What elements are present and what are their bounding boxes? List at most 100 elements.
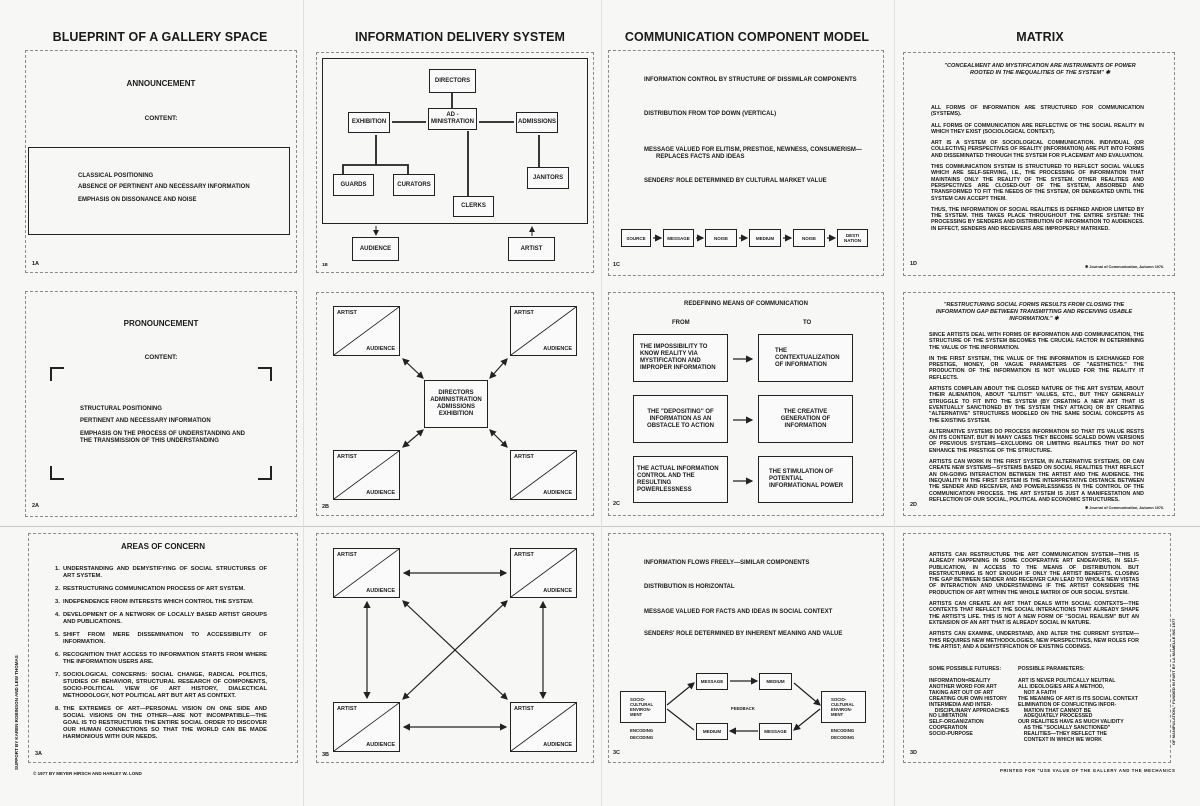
- matrix-text: ALL FORMS OF INFORMATION ARE STRUCTURED …: [931, 105, 1144, 237]
- statement-line: SENDERS' ROLE DETERMINED BY INHERENT MEA…: [644, 631, 843, 637]
- artist-label: ARTIST: [337, 454, 357, 460]
- artist-label: ARTIST: [337, 706, 357, 712]
- item-number: 1.: [55, 566, 60, 572]
- arrow: [402, 600, 508, 700]
- statement-line: INFORMATION CONTROL BY STRUCTURE OF DISS…: [644, 77, 857, 83]
- flow-noise-box: NOISE: [705, 229, 737, 247]
- item-number: 5.: [55, 632, 60, 638]
- arrow: [793, 708, 821, 731]
- futures-item: SELF-ORGANIZATION: [929, 719, 984, 726]
- statement-line: MESSAGE VALUED FOR FACTS AND IDEAS IN SO…: [644, 609, 833, 615]
- parameters-item: CONTEXT IN WHICH WE WORK: [1018, 737, 1102, 744]
- audience-label: AUDIENCE: [366, 588, 395, 594]
- encoding-label: ENCODING: [831, 728, 855, 733]
- socio-cultural-box: SOCIO-CULTURAL ENVIRON-MENT: [821, 691, 866, 723]
- panel-label: 2B: [322, 504, 330, 510]
- parameters-item: ART IS NEVER POLITICALLY NEUTRAL: [1018, 678, 1116, 684]
- panel-label: 3B: [322, 752, 330, 758]
- item-text: SHIFT FROM MERE DISSEMINATION TO ACCESSI…: [63, 632, 267, 645]
- pronouncement-title: PRONOUNCEMENT: [123, 319, 199, 328]
- column-heading-blueprint: BLUEPRINT OF A GALLERY SPACE: [52, 30, 268, 44]
- box-diagonal: [333, 702, 400, 752]
- item-text: SOCIOLOGICAL CONCERNS: SOCIAL CHANGE, RA…: [63, 672, 267, 699]
- parameters-item: MATION THAT CANNOT BE: [1018, 707, 1092, 714]
- parameters-title: POSSIBLE PARAMETERS:: [1018, 666, 1085, 672]
- areas-of-concern-title: AREAS OF CONCERN: [120, 542, 205, 551]
- item-number: 6.: [55, 652, 60, 658]
- item-number: 8.: [55, 706, 60, 712]
- decoding-label: DECODING: [831, 735, 855, 740]
- curators-box: CURATORS: [393, 174, 435, 196]
- concern-item: 3.INDEPENDENCE FROM INTERESTS WHICH CONT…: [55, 599, 267, 606]
- box-diagonal: [333, 306, 400, 356]
- item-text: RECOGNITION THAT ACCESS TO INFORMATION S…: [63, 652, 267, 665]
- paragraph: ART IS A SYSTEM OF SOCIOLOGICAL COMMUNIC…: [931, 140, 1144, 159]
- feedback-label: FEEDBACK: [731, 706, 755, 711]
- encoding-label: ENCODING: [630, 728, 654, 733]
- panel-label: 2A: [32, 503, 40, 509]
- from-header: FROM: [672, 320, 690, 326]
- statement-line: DISTRIBUTION IS HORIZONTAL: [644, 584, 735, 590]
- paragraph: ALL FORMS OF COMMUNICATION ARE REFLECTIV…: [931, 122, 1144, 135]
- concern-item: 6.RECOGNITION THAT ACCESS TO INFORMATION…: [55, 652, 267, 666]
- panel-3b: [316, 533, 594, 763]
- to-box: THE CREATIVE GENERATION OF INFORMATION: [758, 395, 853, 443]
- futures-item: NO LIMITATION: [929, 713, 968, 720]
- to-box: THE CONTEXTUALIZATION OF INFORMATION: [758, 334, 853, 382]
- corner-bracket: [258, 466, 272, 480]
- panel-label: 2D: [910, 502, 918, 508]
- box-diagonal: [333, 548, 400, 598]
- panel-label: 2C: [613, 501, 621, 507]
- artist-label: ARTIST: [337, 310, 357, 316]
- concern-item: 7.SOCIOLOGICAL CONCERNS: SOCIAL CHANGE, …: [55, 672, 267, 700]
- concern-item: 5.SHIFT FROM MERE DISSEMINATION TO ACCES…: [55, 632, 267, 646]
- parameters-item: REALITIES—THEY REFLECT THE: [1018, 731, 1107, 738]
- audience-label: AUDIENCE: [366, 346, 395, 352]
- to-box: THE STIMULATION OF POTENTIAL INFORMATION…: [758, 456, 853, 503]
- audience-label: AUDIENCE: [543, 490, 572, 496]
- artist-label: ARTIST: [514, 454, 534, 460]
- futures-title: SOME POSSIBLE FUTURES:: [929, 666, 1002, 672]
- copyright: © 1977 BY MEYER HIRSCH AND HARLEY W. LON…: [33, 771, 142, 776]
- flow-source-box: SOURCE: [621, 229, 651, 247]
- box-diagonal: [510, 450, 577, 500]
- flow-medium-box: MEDIUM: [749, 229, 781, 247]
- decoding-label: DECODING: [630, 735, 654, 740]
- from-box: THE ACTUAL INFORMATION CONTROL AND THE R…: [633, 456, 728, 503]
- message-box: MESSAGE: [759, 723, 792, 740]
- panel-3d: [903, 533, 1171, 763]
- box-diagonal: [510, 702, 577, 752]
- parameters-item: OUR REALITIES HAVE AS MUCH VALIDITY: [1018, 719, 1124, 726]
- content-line: ABSENCE OF PERTINENT AND NECESSARY INFOR…: [78, 184, 250, 190]
- panel-label: 3D: [910, 750, 918, 756]
- corner-bracket: [50, 367, 64, 381]
- institution-box: DIRECTORS ADMINISTRATION ADMISSIONS EXHI…: [424, 380, 488, 428]
- item-number: 7.: [55, 672, 60, 678]
- item-text: THE EXTREMES OF ART—PERSONAL VISION ON O…: [63, 706, 267, 740]
- arrow: [402, 358, 424, 379]
- audience-label: AUDIENCE: [366, 742, 395, 748]
- panel-label: 3C: [613, 750, 621, 756]
- directors-label: DIRECTORS: [438, 390, 474, 396]
- panel-2d: [903, 292, 1175, 516]
- from-box: THE "DEPOSITING" OF INFORMATION AS AN OB…: [633, 395, 728, 443]
- item-number: 4.: [55, 612, 60, 618]
- arrow: [793, 682, 821, 706]
- panel-1c: [608, 50, 884, 276]
- exhibition-box: EXHIBITION: [348, 112, 390, 133]
- panel-1d: [903, 52, 1175, 276]
- content-label: CONTENT:: [144, 354, 178, 361]
- admissions-box: ADMISSIONS: [516, 112, 558, 133]
- arrow: [489, 358, 508, 379]
- panel-label: 1A: [32, 261, 40, 267]
- fold-line-vertical: [303, 0, 304, 806]
- redefining-title: REDEFINING MEANS OF COMMUNICATION: [684, 301, 808, 307]
- box-diagonal: [510, 306, 577, 356]
- audience-label: AUDIENCE: [543, 742, 572, 748]
- fold-line-vertical: [894, 0, 895, 806]
- statement-line: REPLACES FACTS AND IDEAS: [656, 154, 745, 160]
- panel-label: 1B: [322, 262, 328, 267]
- parameters-item: ADEQUATELY PROCESSED: [1018, 713, 1093, 720]
